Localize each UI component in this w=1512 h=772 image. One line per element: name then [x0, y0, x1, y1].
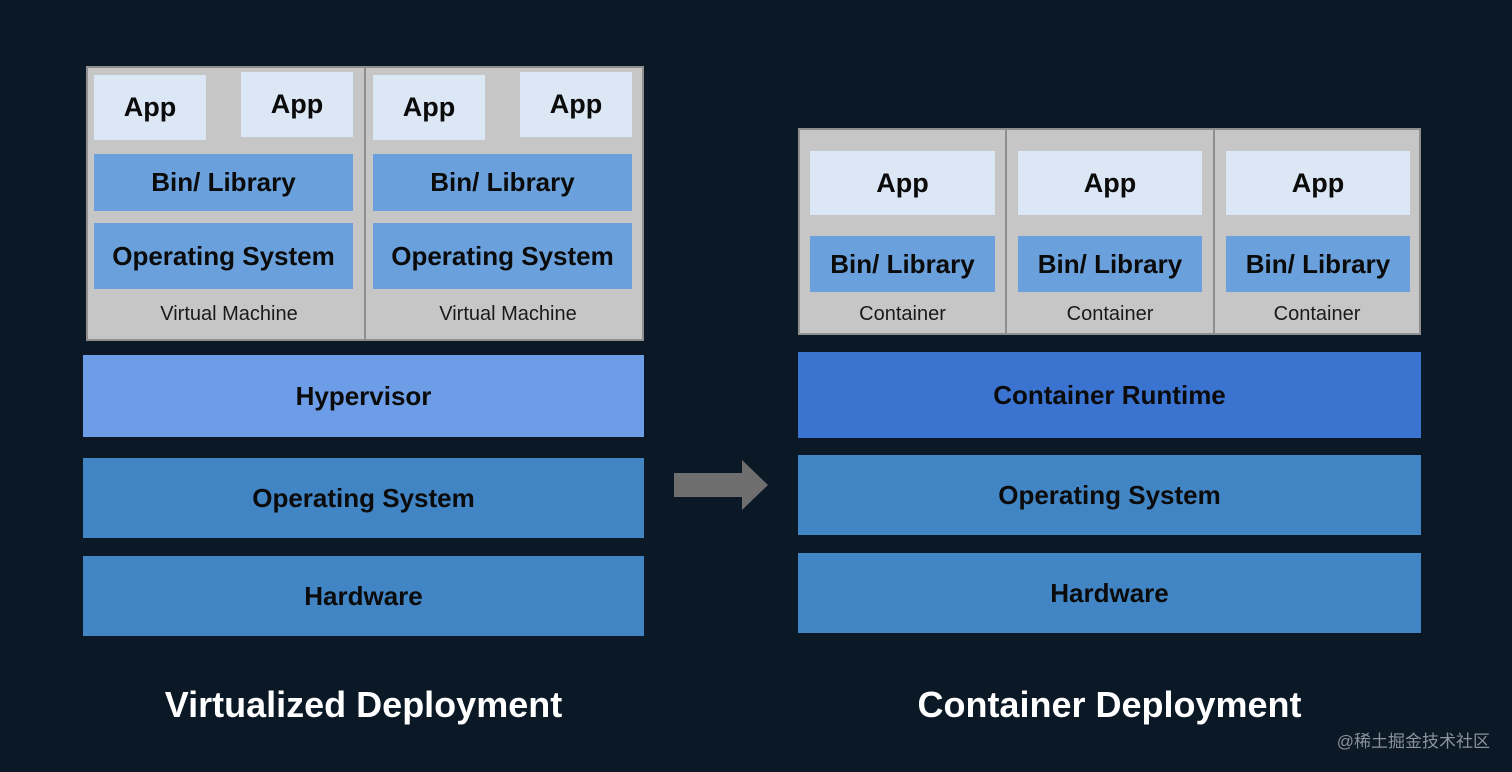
container1-bin-library: Bin/ Library — [810, 236, 995, 292]
container1-caption: Container — [859, 302, 946, 325]
container-host-hardware-layer: Hardware — [798, 553, 1421, 633]
container3-app: App — [1226, 151, 1410, 215]
vm2-bin-library: Bin/ Library — [373, 154, 632, 211]
vm2-operating-system: Operating System — [373, 223, 632, 289]
vm-host-operating-system-layer: Operating System — [83, 458, 644, 538]
container-host-operating-system-layer: Operating System — [798, 455, 1421, 535]
container-divider-1 — [1005, 128, 1007, 335]
container2-app: App — [1018, 151, 1202, 215]
vm1-app-right: App — [241, 72, 353, 137]
container-runtime-layer: Container Runtime — [798, 352, 1421, 438]
vm-host-hardware-layer: Hardware — [83, 556, 644, 636]
watermark: @稀土掘金技术社区 — [1336, 731, 1490, 751]
vm-divider — [364, 66, 366, 341]
container2-caption: Container — [1066, 302, 1154, 325]
virtualized-deployment-title: Virtualized Deployment — [164, 684, 563, 725]
vm1-bin-library: Bin/ Library — [94, 154, 353, 211]
container-divider-2 — [1213, 128, 1215, 335]
hypervisor-layer: Hypervisor — [83, 355, 644, 437]
container3-bin-library: Bin/ Library — [1226, 236, 1410, 292]
container3-caption: Container — [1273, 302, 1361, 325]
vm1-caption: Virtual Machine — [160, 302, 298, 325]
vm2-app-left: App — [373, 75, 485, 140]
container-deployment-title: Container Deployment — [917, 684, 1302, 725]
vm2-app-right: App — [520, 72, 632, 137]
container1-app: App — [810, 151, 995, 215]
right-arrow-icon — [672, 458, 770, 512]
container2-bin-library: Bin/ Library — [1018, 236, 1202, 292]
vm1-app-left: App — [94, 75, 206, 140]
vm2-caption: Virtual Machine — [439, 302, 577, 325]
vm1-operating-system: Operating System — [94, 223, 353, 289]
